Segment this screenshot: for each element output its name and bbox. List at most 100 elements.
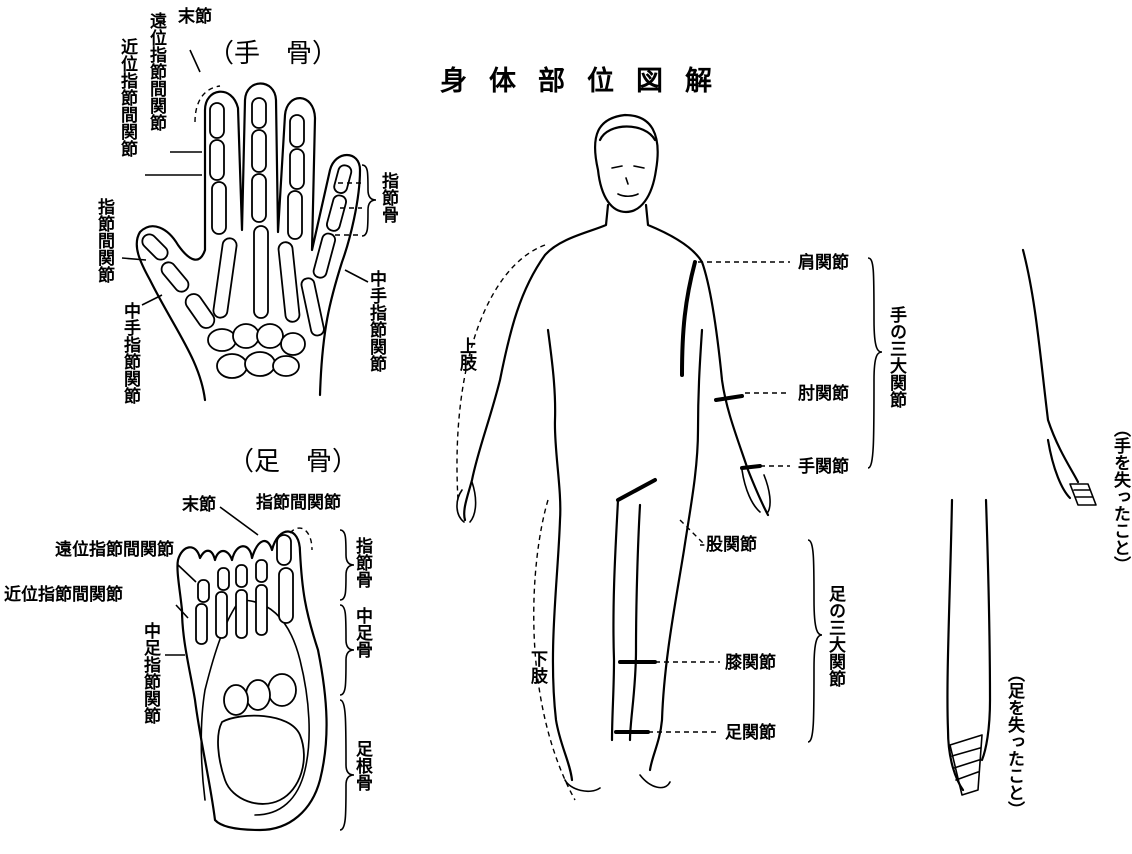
wrist-mark	[742, 466, 760, 468]
bone	[212, 182, 226, 234]
label-wrist: 手関節	[798, 456, 849, 477]
svg-text:遠位指節間関節: 遠位指節間関節	[146, 12, 168, 132]
svg-text:（手を失ったこと）: （手を失ったこと）	[1110, 420, 1131, 573]
bone	[252, 174, 266, 222]
brace	[808, 540, 822, 742]
label-knee: 膝関節	[725, 652, 776, 673]
label-lower-limb: 下肢	[527, 650, 548, 685]
arrow	[178, 565, 196, 582]
label-hip: 股関節	[706, 534, 757, 555]
arrow	[220, 507, 258, 535]
bone	[273, 356, 299, 376]
label-hand-lost: （手を失ったこと）	[1110, 420, 1131, 573]
svg-text:（足を失ったこと）: （足を失ったこと）	[1004, 665, 1025, 818]
bone	[326, 194, 348, 232]
hand-label-dip-joint: 遠位指節間関節	[146, 12, 168, 132]
svg-text:手の三大関節: 手の三大関節	[886, 305, 908, 409]
face-features	[612, 166, 644, 196]
shoulder-mark	[682, 262, 695, 375]
amputation-figures: （手を失ったこと） （足を失ったこと）	[947, 250, 1130, 818]
arrow	[122, 258, 146, 260]
label-foot-lost: （足を失ったこと）	[1004, 665, 1025, 818]
svg-text:近位指節間関節: 近位指節間関節	[117, 37, 139, 158]
foot-bones-figure: （足 骨） 末節 指節間関節 遠位指節間関節 近位指節間関節 中足指節関節 指節…	[4, 447, 374, 830]
bone	[233, 324, 259, 348]
hand-bones-figure: （手 骨） 末節 遠位指節間関	[94, 6, 400, 405]
arrow	[345, 270, 368, 282]
page-title: 身体部位図解	[440, 65, 734, 97]
foot-label-metatarsal: 中足骨	[352, 606, 373, 659]
bone	[224, 685, 248, 715]
body-figure: 上肢 下肢 肩関節 肘関節 手関節 股関節 膝関節 足関節 手の三大関節 足の三…	[456, 115, 908, 800]
svg-text:指節骨: 指節骨	[352, 536, 374, 589]
amputated-leg-outline	[947, 500, 990, 790]
bone	[159, 259, 192, 294]
foot-label-mtp-joint: 中足指節関節	[140, 621, 162, 725]
bone	[210, 140, 224, 180]
bone	[300, 277, 325, 336]
svg-text:中足指節関節: 中足指節関節	[140, 621, 162, 725]
bone	[208, 329, 236, 351]
bone	[256, 560, 267, 582]
hand-label-phalanges: 指節骨	[378, 171, 400, 224]
bone	[196, 604, 207, 644]
bone	[277, 535, 291, 565]
bone	[246, 680, 270, 710]
bone	[252, 130, 266, 172]
bone	[139, 231, 170, 262]
bone	[216, 592, 227, 638]
hip-mark	[618, 480, 655, 500]
foot-label-phalanges: 指節骨	[352, 536, 374, 589]
svg-text:上肢: 上肢	[456, 337, 477, 372]
bone	[217, 354, 247, 378]
guide-dash	[290, 528, 312, 550]
bone	[288, 191, 302, 239]
bone	[218, 716, 304, 804]
elbow-mark	[716, 396, 742, 400]
brace	[868, 258, 882, 468]
bone	[278, 241, 300, 322]
hand-hatch	[1070, 484, 1096, 505]
label-shoulder: 肩関節	[798, 252, 849, 273]
bone	[210, 103, 224, 138]
guide-dash	[680, 520, 705, 545]
brace	[362, 165, 376, 236]
hand-label-mcp-joint-left: 中手指節関節	[120, 301, 142, 405]
bone	[183, 291, 218, 331]
hand-label-ip-joint: 指節間関節	[94, 197, 116, 284]
bone	[254, 226, 268, 318]
svg-text:中足骨: 中足骨	[352, 606, 373, 659]
hand-label-mcp-joint-right: 中手指節関節	[366, 269, 388, 373]
bone	[268, 674, 296, 706]
arrow	[190, 50, 200, 72]
bone	[256, 585, 267, 635]
svg-text:下肢: 下肢	[527, 650, 548, 685]
bone	[198, 580, 209, 602]
body-outline	[464, 205, 768, 780]
svg-text:中手指節関節: 中手指節関節	[120, 301, 142, 405]
label-leg-group: 足の三大関節	[825, 585, 847, 688]
svg-text:足根骨: 足根骨	[352, 740, 373, 792]
label-arm-group: 手の三大関節	[886, 305, 908, 409]
foot-label-dip-joint: 遠位指節間関節	[55, 539, 174, 560]
hand-section-title: （手 骨）	[208, 39, 338, 69]
foot-section-title: （足 骨）	[228, 447, 358, 477]
feet	[565, 775, 670, 791]
foot-label-tarsal: 足根骨	[352, 740, 373, 792]
svg-text:中手指節関節: 中手指節関節	[366, 269, 388, 373]
bone	[252, 98, 266, 128]
foot-hatch	[950, 735, 982, 795]
amputated-arm-outline	[1023, 250, 1078, 482]
bone	[279, 568, 293, 623]
foot-label-ip-joint: 指節間関節	[256, 492, 341, 513]
arrow	[142, 295, 162, 305]
bone	[257, 324, 283, 348]
head-outline	[595, 115, 658, 212]
svg-text:指節骨: 指節骨	[378, 171, 400, 224]
bone	[218, 568, 229, 590]
bone	[281, 333, 305, 355]
bone	[236, 565, 247, 587]
hair-line	[600, 127, 655, 141]
